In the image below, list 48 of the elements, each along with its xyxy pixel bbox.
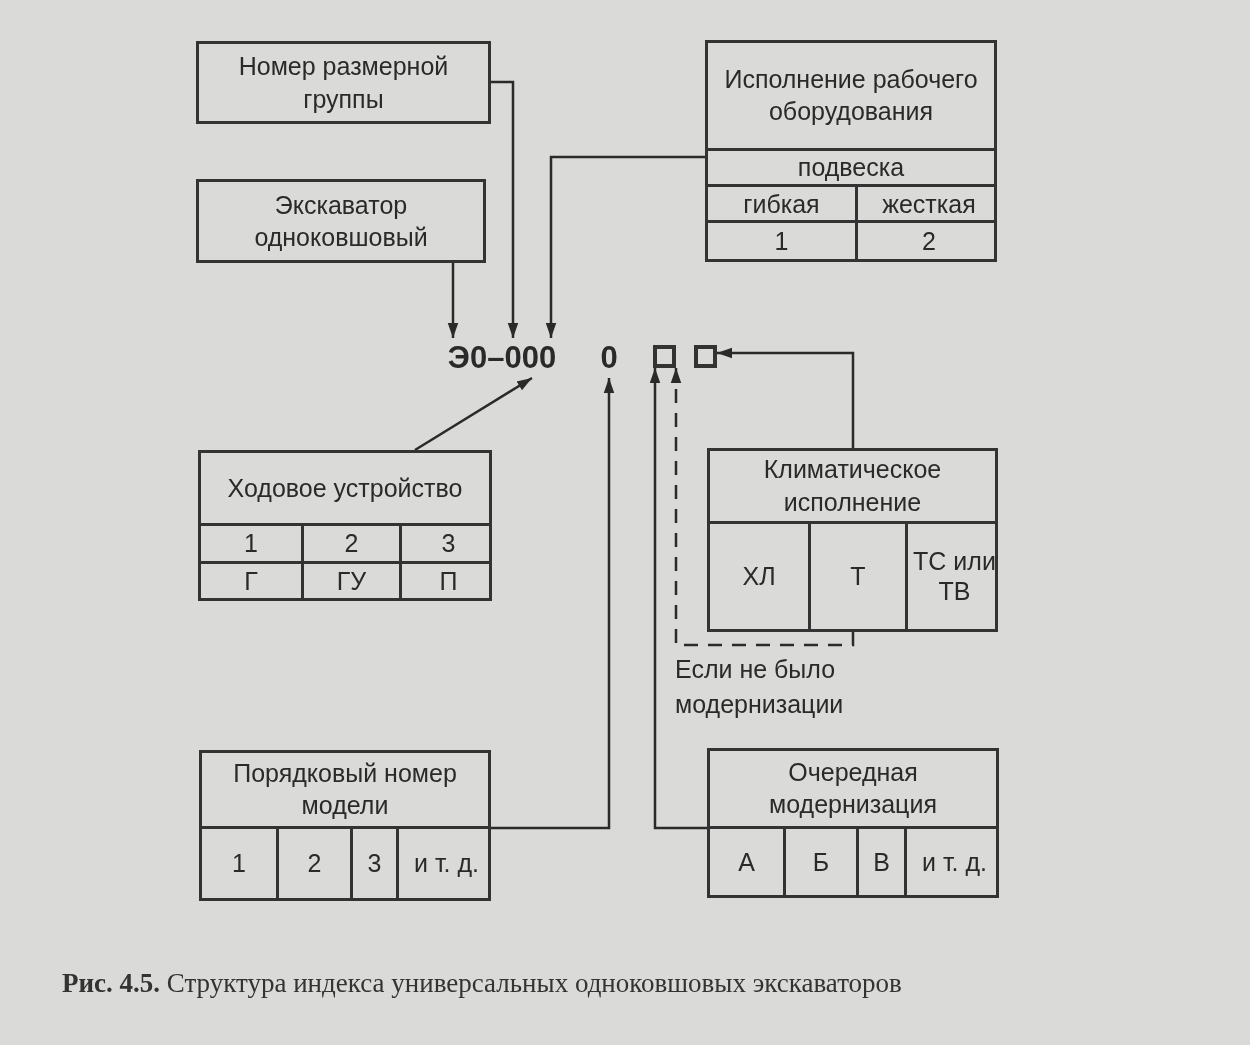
table-cell: ТС или ТВ <box>905 523 1001 629</box>
table-box <box>707 748 999 898</box>
table-box <box>198 450 492 601</box>
table-cell: и т. д. <box>396 828 494 898</box>
table-cell: Т <box>808 523 905 629</box>
table-cell: Б <box>783 828 856 895</box>
table-cell: 2 <box>276 828 350 898</box>
table-cell: и т. д. <box>904 828 1002 895</box>
empty-square-box <box>694 345 717 368</box>
table-heading: Порядковый номер модели <box>232 757 458 822</box>
table-box <box>199 750 491 901</box>
label-box: Номер размерной группы <box>196 41 491 124</box>
arrow <box>491 378 615 830</box>
note-text: Если не было модернизации <box>675 654 845 720</box>
table-box <box>705 40 997 262</box>
arrow <box>670 368 855 647</box>
label-box: Экскаватор одноковшовый <box>196 179 486 263</box>
table-cell: П <box>399 563 495 598</box>
arrow <box>414 376 533 452</box>
index-code: 0 <box>596 338 622 378</box>
arrow <box>717 347 855 448</box>
arrow <box>545 155 705 338</box>
arrow <box>649 368 707 830</box>
table-cell-text: подвеска <box>796 152 906 184</box>
table-cell: В <box>856 828 904 895</box>
figure-caption: Рис. 4.5. Структура индекса универсальных одноковшовых экскаваторов <box>62 968 902 999</box>
table-cell: жесткая <box>855 187 1000 221</box>
arrow <box>447 263 459 338</box>
table-cell-text: Г <box>243 565 259 597</box>
table-heading: Исполнение рабочего оборудования <box>723 63 979 128</box>
table-cell-text: гибкая <box>742 188 821 220</box>
empty-square-box <box>653 345 676 368</box>
table-cell: 3 <box>350 828 396 898</box>
arrow <box>491 80 519 338</box>
table-cell: 2 <box>301 526 399 561</box>
table-cell: 3 <box>399 526 495 561</box>
index-code: Э0–000 <box>436 338 568 378</box>
table-cell: 2 <box>855 223 1000 259</box>
table-heading: Климатическое исполнение <box>762 454 943 518</box>
table-cell-text: 1 <box>231 848 247 880</box>
table-heading: Очередная модернизация <box>768 756 938 821</box>
table-cell-text: ХЛ <box>741 561 777 593</box>
table-cell-text: 1 <box>243 528 259 560</box>
table-cell-text: А <box>737 846 756 878</box>
table-heading: Ходовое устройство <box>226 472 464 504</box>
table-cell-text: 1 <box>773 226 790 257</box>
table-box <box>707 448 998 632</box>
table-cell: ГУ <box>301 563 399 598</box>
